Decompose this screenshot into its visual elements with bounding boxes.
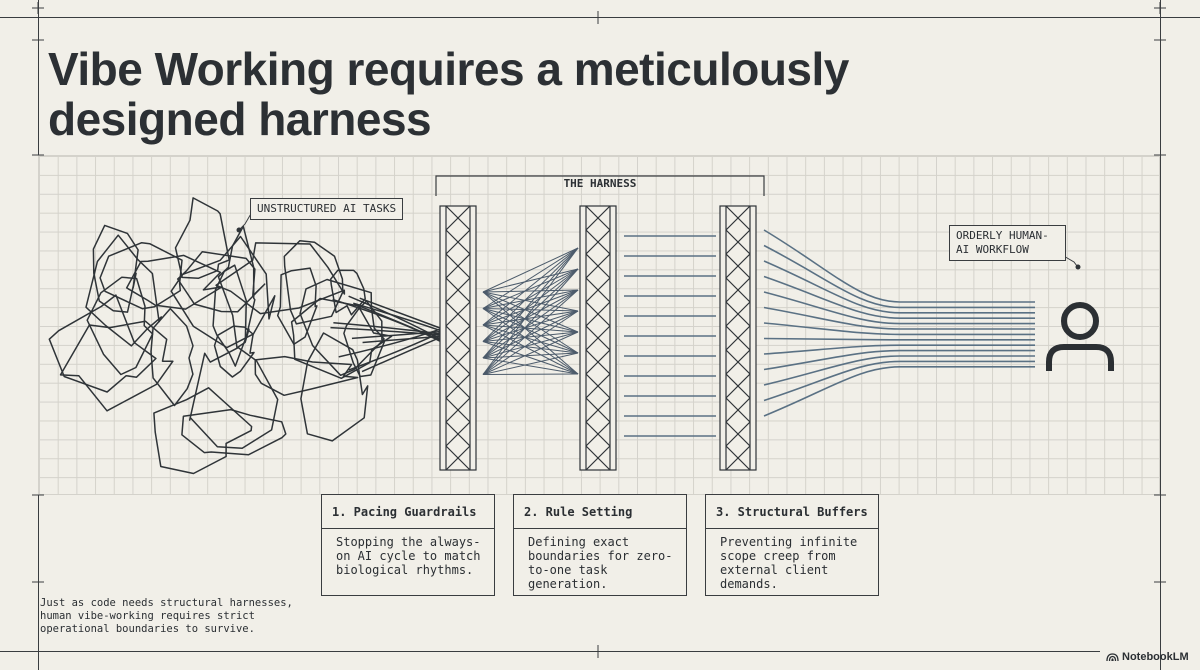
leader-dot-left [236,227,242,233]
tangle-strand [348,295,441,340]
tangle-loop [85,234,163,347]
card-rule-setting: 2. Rule Setting Defining exact boundarie… [513,494,687,596]
frame-ticks [32,2,1166,658]
card-body: Stopping the always-on AI cycle to match… [336,535,481,577]
tangle-strand [353,302,441,332]
tangle-loop [150,307,194,407]
harness-bracket [435,175,765,196]
tangle-loop [215,242,346,315]
card-structural-buffers: 3. Structural Buffers Preventing infinit… [705,494,879,596]
frame-right-line [1160,0,1161,670]
unstructured-tangle [48,197,441,475]
tangle-strand [361,336,441,373]
footnote: Just as code needs structural harnesses,… [40,597,293,635]
tangle-loop [254,355,359,397]
unstructured-callout: UNSTRUCTURED AI TASKS [250,198,404,220]
tangle-loop [329,269,366,316]
tangle-loop [283,239,344,325]
orderly-callout: ORDERLY HUMAN-AI WORKFLOW [949,225,1066,261]
tangle-loop [86,276,154,376]
tangle-loop [153,387,253,475]
harness-column-2 [579,205,617,471]
frame-top-line [0,17,1200,18]
frame-bottom-line [0,651,1100,652]
card-title: 2. Rule Setting [514,495,686,529]
tangle-loop [99,241,183,310]
brand-mark: NotebookLM [1106,651,1189,663]
tangle-loop [181,408,287,456]
tangle-loop [300,332,369,442]
harness-column-1 [439,205,477,471]
card-body: Defining exact boundaries for zero-to-on… [528,535,673,591]
tangle-loop [276,267,318,346]
brand-label: NotebookLM [1122,651,1189,663]
tangle-loop [217,225,256,349]
card-title: 3. Structural Buffers [706,495,878,529]
tangle-loop [290,297,393,380]
tangle-loop [174,197,230,280]
card-pacing-guardrails: 1. Pacing Guardrails Stopping the always… [321,494,495,596]
parallel-lines [624,235,716,437]
tangle-loop [59,320,174,412]
person-icon [1046,302,1114,371]
tangle-loop [48,294,157,393]
page-title: Vibe Working requires a meticulously des… [48,43,849,145]
harness-column-3 [719,205,757,471]
card-title: 1. Pacing Guardrails [322,495,494,529]
tangle-strand [332,298,441,342]
converging-lines [763,229,1035,417]
tangle-strand [333,322,441,335]
tangle-loop [188,346,279,450]
tangle-loop [212,264,250,367]
callout-leaders [239,211,1078,267]
connection-mesh [482,247,579,375]
card-body: Preventing infinite scope creep from ext… [720,535,858,591]
tangle-loop [125,254,223,310]
tangle-loop [213,325,255,378]
tangle-loop [170,235,276,349]
leader-dot-right [1075,264,1081,270]
notebooklm-logo-icon [1106,653,1119,662]
tangle-strand [359,297,441,329]
harness-label: THE HARNESS [563,177,637,190]
tangle-loop [92,224,139,313]
